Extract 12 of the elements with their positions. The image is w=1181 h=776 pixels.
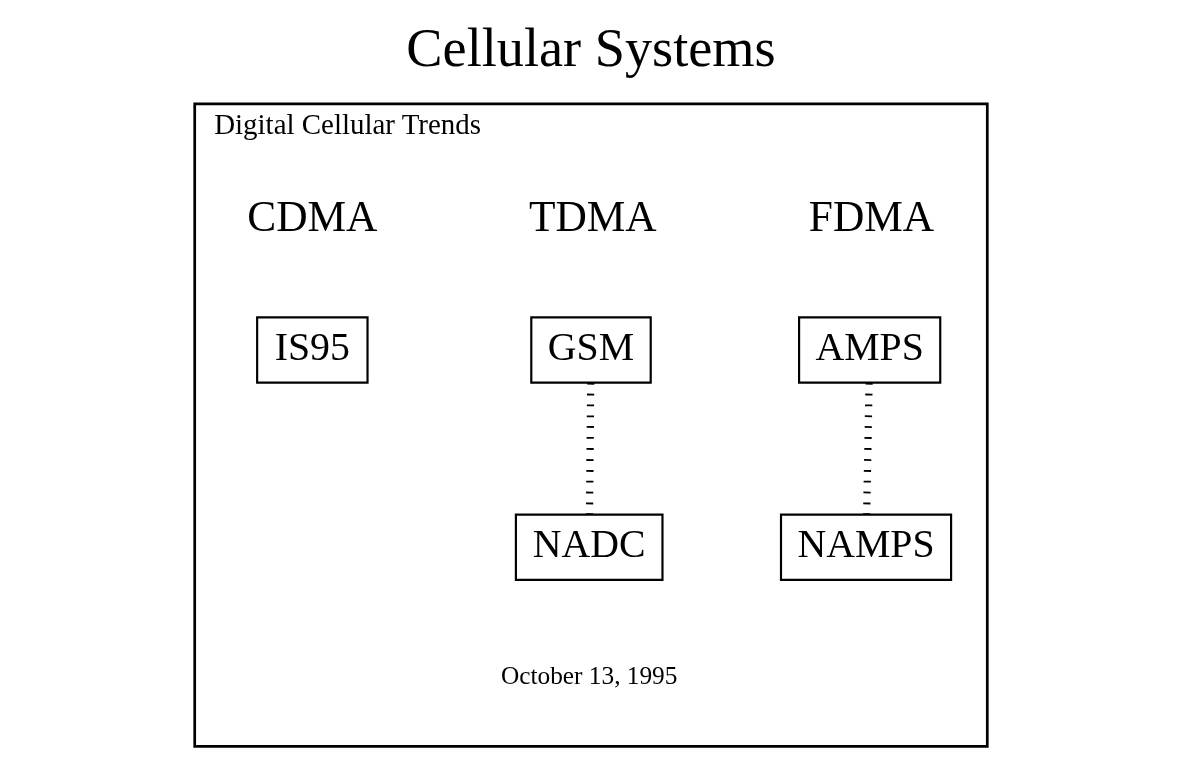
node-box: NAMPS bbox=[779, 513, 952, 581]
node-label: October 13, 1995 bbox=[500, 661, 677, 690]
connector bbox=[585, 382, 594, 515]
label: FDMA bbox=[808, 191, 934, 240]
node-box: GSM bbox=[529, 316, 652, 384]
diagram-title: Cellular Systems bbox=[405, 17, 776, 78]
node-box: IS95 bbox=[255, 316, 369, 384]
node-box: NADC bbox=[514, 513, 664, 581]
node-box: AMPS bbox=[797, 316, 941, 384]
connector bbox=[862, 382, 873, 515]
label: TDMA bbox=[528, 191, 657, 240]
label: CDMA bbox=[246, 191, 377, 240]
